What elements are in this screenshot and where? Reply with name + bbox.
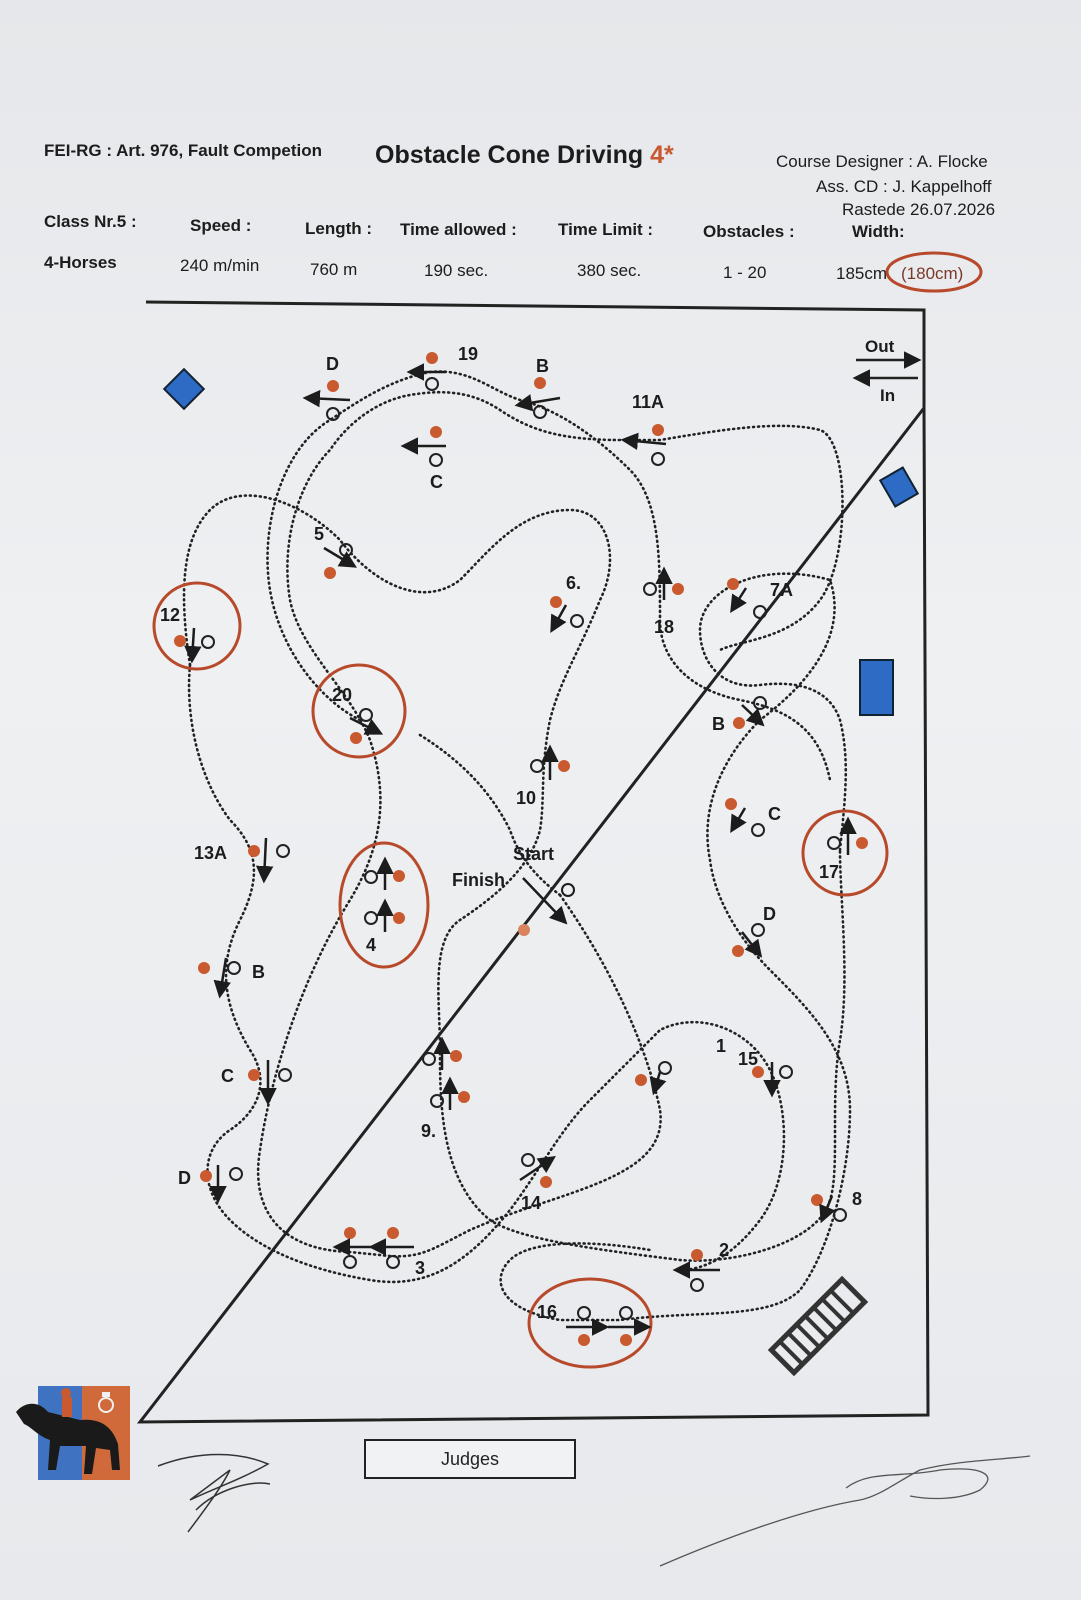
start-label: Start: [513, 844, 554, 864]
obstacle-label-7a: 7A: [770, 580, 793, 600]
letter-c: C: [221, 1066, 234, 1086]
obstacle-label-18: 18: [654, 617, 674, 637]
obstacle-label-15: 15: [738, 1049, 758, 1069]
highlight-17: [801, 809, 889, 897]
blue-marker: [878, 466, 920, 508]
obstacle-label-3: 3: [415, 1258, 425, 1278]
obstacle-label-10: 10: [516, 788, 536, 808]
letter-d: D: [763, 904, 776, 924]
finish-label: Finish: [452, 870, 505, 890]
obstacle-label-2: 2: [719, 1240, 729, 1260]
time-allowed-value: 190 sec.: [424, 261, 489, 280]
obstacle-label-17: 17: [819, 862, 839, 882]
start-arrow: [522, 877, 568, 925]
length-value: 760 m: [310, 260, 358, 279]
gate-arrows: [184, 363, 857, 1336]
length-label: Length :: [305, 219, 373, 238]
arena-border: [136, 300, 930, 1424]
letter-b: B: [712, 714, 725, 734]
highlight-4: [338, 841, 430, 969]
highlight-16: [527, 1277, 653, 1369]
obstacle-label-19: 19: [458, 344, 478, 364]
judges-box: Judges: [364, 1439, 576, 1479]
width-value: 185cm: [836, 264, 888, 283]
obstacle-label-9: 9.: [421, 1121, 436, 1141]
course-designer: Course Designer : A. Flocke: [776, 152, 988, 171]
serpentine-letters: D B C B C D B C D: [178, 354, 781, 1188]
start-cone-red: [518, 924, 530, 936]
rule-reference: FEI-RG : Art. 976, Fault Competion: [44, 141, 322, 160]
obstacle-labels: 1 2 3 4 5 6. 7A 8 9. 10 11A 12 13A 14 15…: [160, 344, 862, 1322]
class-label: Class Nr.5 :: [44, 212, 137, 231]
obstacle-label-4: 4: [366, 935, 376, 955]
federation-logo: [16, 1386, 130, 1480]
width-alt-value: (180cm): [901, 264, 964, 283]
signature-judge: [157, 1453, 271, 1533]
letter-c: C: [768, 804, 781, 824]
obstacle-label-6: 6.: [566, 573, 581, 593]
width-label: Width:: [852, 222, 905, 241]
out-label: Out: [865, 337, 895, 356]
blue-marker: [162, 367, 206, 411]
letter-c: C: [430, 472, 443, 492]
obstacles-value: 1 - 20: [723, 263, 767, 282]
obstacle-label-13a: 13A: [194, 843, 227, 863]
obstacle-label-16: 16: [537, 1302, 557, 1322]
judges-label: Judges: [440, 1448, 500, 1469]
start-cone-white: [561, 883, 575, 897]
obstacle-label-11a: 11A: [632, 392, 664, 412]
width-highlight-circle: [885, 251, 983, 293]
cones: [174, 352, 868, 1346]
obstacle-label-1: 1: [716, 1036, 726, 1056]
time-limit-value: 380 sec.: [577, 261, 642, 280]
place-date: Rastede 26.07.2026: [842, 200, 996, 219]
time-limit-label: Time Limit :: [558, 220, 654, 239]
in-label: In: [880, 386, 895, 405]
letter-d: D: [326, 354, 339, 374]
letter-b: B: [252, 962, 265, 982]
blue-marker: [859, 659, 894, 716]
cone-red: [426, 352, 438, 364]
time-allowed-label: Time allowed :: [400, 220, 517, 239]
obstacle-label-20: 20: [332, 685, 352, 705]
assistant-designer: Ass. CD : J. Kappelhoff: [816, 177, 992, 196]
title-text: Obstacle Cone Driving: [375, 141, 644, 169]
obstacle-label-5: 5: [314, 524, 324, 544]
obstacles-label: Obstacles :: [703, 222, 795, 241]
bridge-obstacle: [767, 1275, 869, 1377]
obstacle-label-14: 14: [521, 1193, 541, 1213]
cone-white: [425, 377, 439, 391]
speed-label: Speed :: [190, 216, 252, 235]
title-level: 4*: [650, 141, 674, 169]
letter-b: B: [536, 356, 549, 376]
page-title: Obstacle Cone Driving 4*: [375, 141, 674, 170]
highlight-12: [152, 581, 242, 671]
class-value: 4-Horses: [44, 253, 117, 272]
obstacle-label-8: 8: [852, 1189, 862, 1209]
letter-d: D: [178, 1168, 191, 1188]
signature-designer: [659, 1455, 1031, 1567]
speed-value: 240 m/min: [180, 256, 260, 275]
highlight-20: [311, 663, 407, 759]
obstacle-label-12: 12: [160, 605, 180, 625]
